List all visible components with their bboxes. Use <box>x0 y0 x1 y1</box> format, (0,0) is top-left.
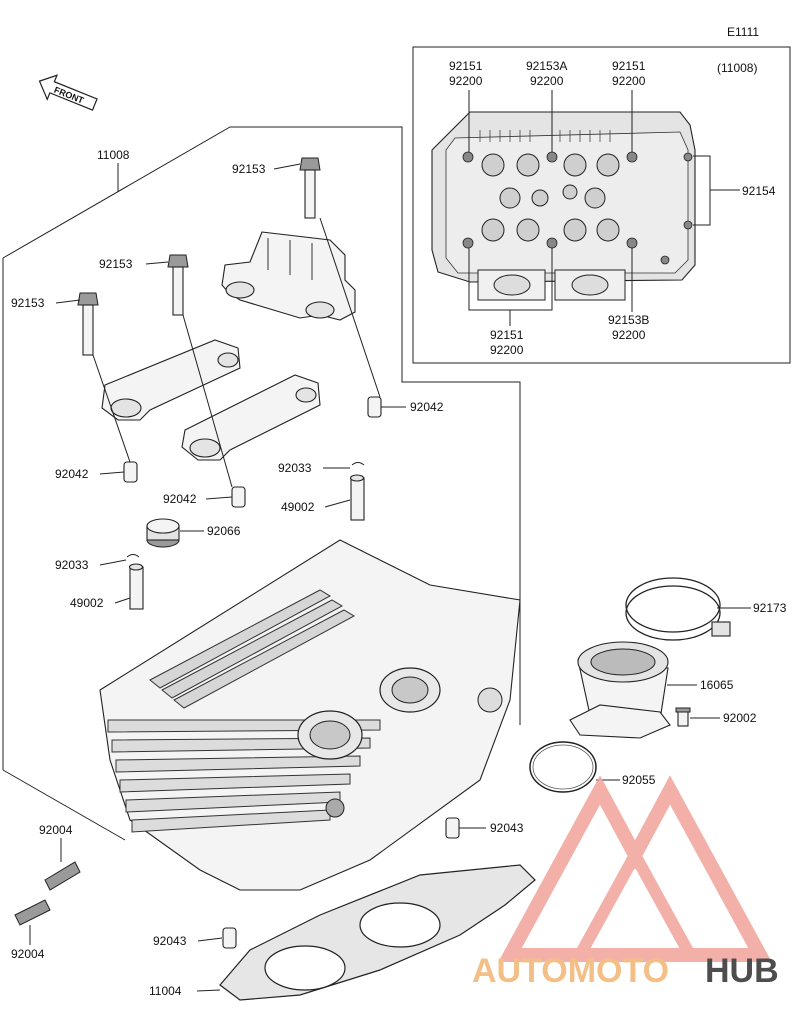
callout-clamp: 92173 <box>753 601 787 615</box>
assembly-bracket <box>2 126 521 841</box>
hose-clamp <box>625 577 731 641</box>
callout-dowel-lower-right: 92043 <box>490 821 524 835</box>
callout-clip-right: 92033 <box>278 461 312 475</box>
callout-dowel-left: 92042 <box>55 467 89 481</box>
svg-text:92200: 92200 <box>449 74 483 88</box>
inset-label-bottom-right: 92153B 92200 <box>608 313 649 342</box>
svg-text:92200: 92200 <box>612 74 646 88</box>
callout-dowel-mid: 92042 <box>163 492 197 506</box>
front-arrow-icon: FRONT <box>38 74 98 111</box>
inset-label-bottom-left: 92151 92200 <box>490 328 524 357</box>
callout-seal-plug: 92066 <box>207 524 241 538</box>
stud-bottom <box>14 899 51 926</box>
clip-right <box>351 462 365 466</box>
callout-11008: 11008 <box>97 148 130 162</box>
bolt-rear <box>299 157 321 219</box>
callout-clip-left: 92033 <box>55 558 89 572</box>
o-ring <box>529 741 597 793</box>
bolt-mid <box>167 254 189 316</box>
svg-text:92200: 92200 <box>612 328 646 342</box>
callout-o-ring: 92055 <box>622 773 656 787</box>
callout-stud-bottom: 92004 <box>11 947 45 961</box>
dowel-mid <box>231 486 246 508</box>
dowel-left <box>123 461 138 483</box>
dowel-lower-left <box>222 927 237 949</box>
cylinder-head <box>99 539 521 891</box>
callout-bolt-a: 92153 <box>232 162 266 176</box>
svg-text:92151: 92151 <box>490 328 524 342</box>
callout-bolt-b: 92153 <box>99 257 133 271</box>
callout-holder-bolt: 92002 <box>723 711 757 725</box>
leader-lines <box>29 163 751 992</box>
callout-guide-right: 49002 <box>281 500 315 514</box>
inset-top-view: (11008) <box>412 46 791 364</box>
dowel-top <box>367 396 382 418</box>
throttle-holder <box>569 641 671 739</box>
inset-label-right: 92154 <box>742 184 776 198</box>
callout-bolt-c: 92153 <box>11 296 45 310</box>
svg-text:92200: 92200 <box>490 343 524 357</box>
diagram-code: E1111 <box>727 25 759 39</box>
callout-stud-top: 92004 <box>39 823 73 837</box>
bolt-left <box>77 292 99 356</box>
svg-text:92200: 92200 <box>530 74 564 88</box>
svg-text:92151: 92151 <box>449 59 483 73</box>
cam-cap-right <box>181 374 321 461</box>
cam-cap-left <box>101 339 241 421</box>
svg-text:92151: 92151 <box>612 59 646 73</box>
cam-holder-rear <box>221 231 356 321</box>
valve-guide-left <box>128 563 144 610</box>
svg-text:92153B: 92153B <box>608 313 649 327</box>
callout-guide-left: 49002 <box>70 596 104 610</box>
inset-label-top-left: 92151 92200 <box>449 59 483 88</box>
seal-plug <box>146 518 180 548</box>
stud-top <box>44 861 81 891</box>
callout-dowel-top: 92042 <box>410 400 444 414</box>
head-gasket <box>219 864 536 1001</box>
automotohub-watermark: AUTOMOTO HUB <box>472 775 779 990</box>
dowel-lower-right <box>445 817 460 839</box>
callout-gasket: 11004 <box>149 984 182 998</box>
callout-dowel-lower-left: 92043 <box>153 934 187 948</box>
watermark-text-part1: AUTOMOTO <box>472 952 669 990</box>
valve-guide-right <box>349 474 365 521</box>
inset-assembly-ref: (11008) <box>717 61 757 75</box>
svg-text:92153A: 92153A <box>526 59 567 73</box>
holder-bolt <box>675 707 691 727</box>
inset-label-top-right: 92151 92200 <box>612 59 646 88</box>
inset-label-top-center: 92153A 92200 <box>526 59 567 88</box>
callout-holder: 16065 <box>700 678 734 692</box>
clip-left <box>126 554 140 558</box>
watermark-text-part2: HUB <box>705 952 779 990</box>
